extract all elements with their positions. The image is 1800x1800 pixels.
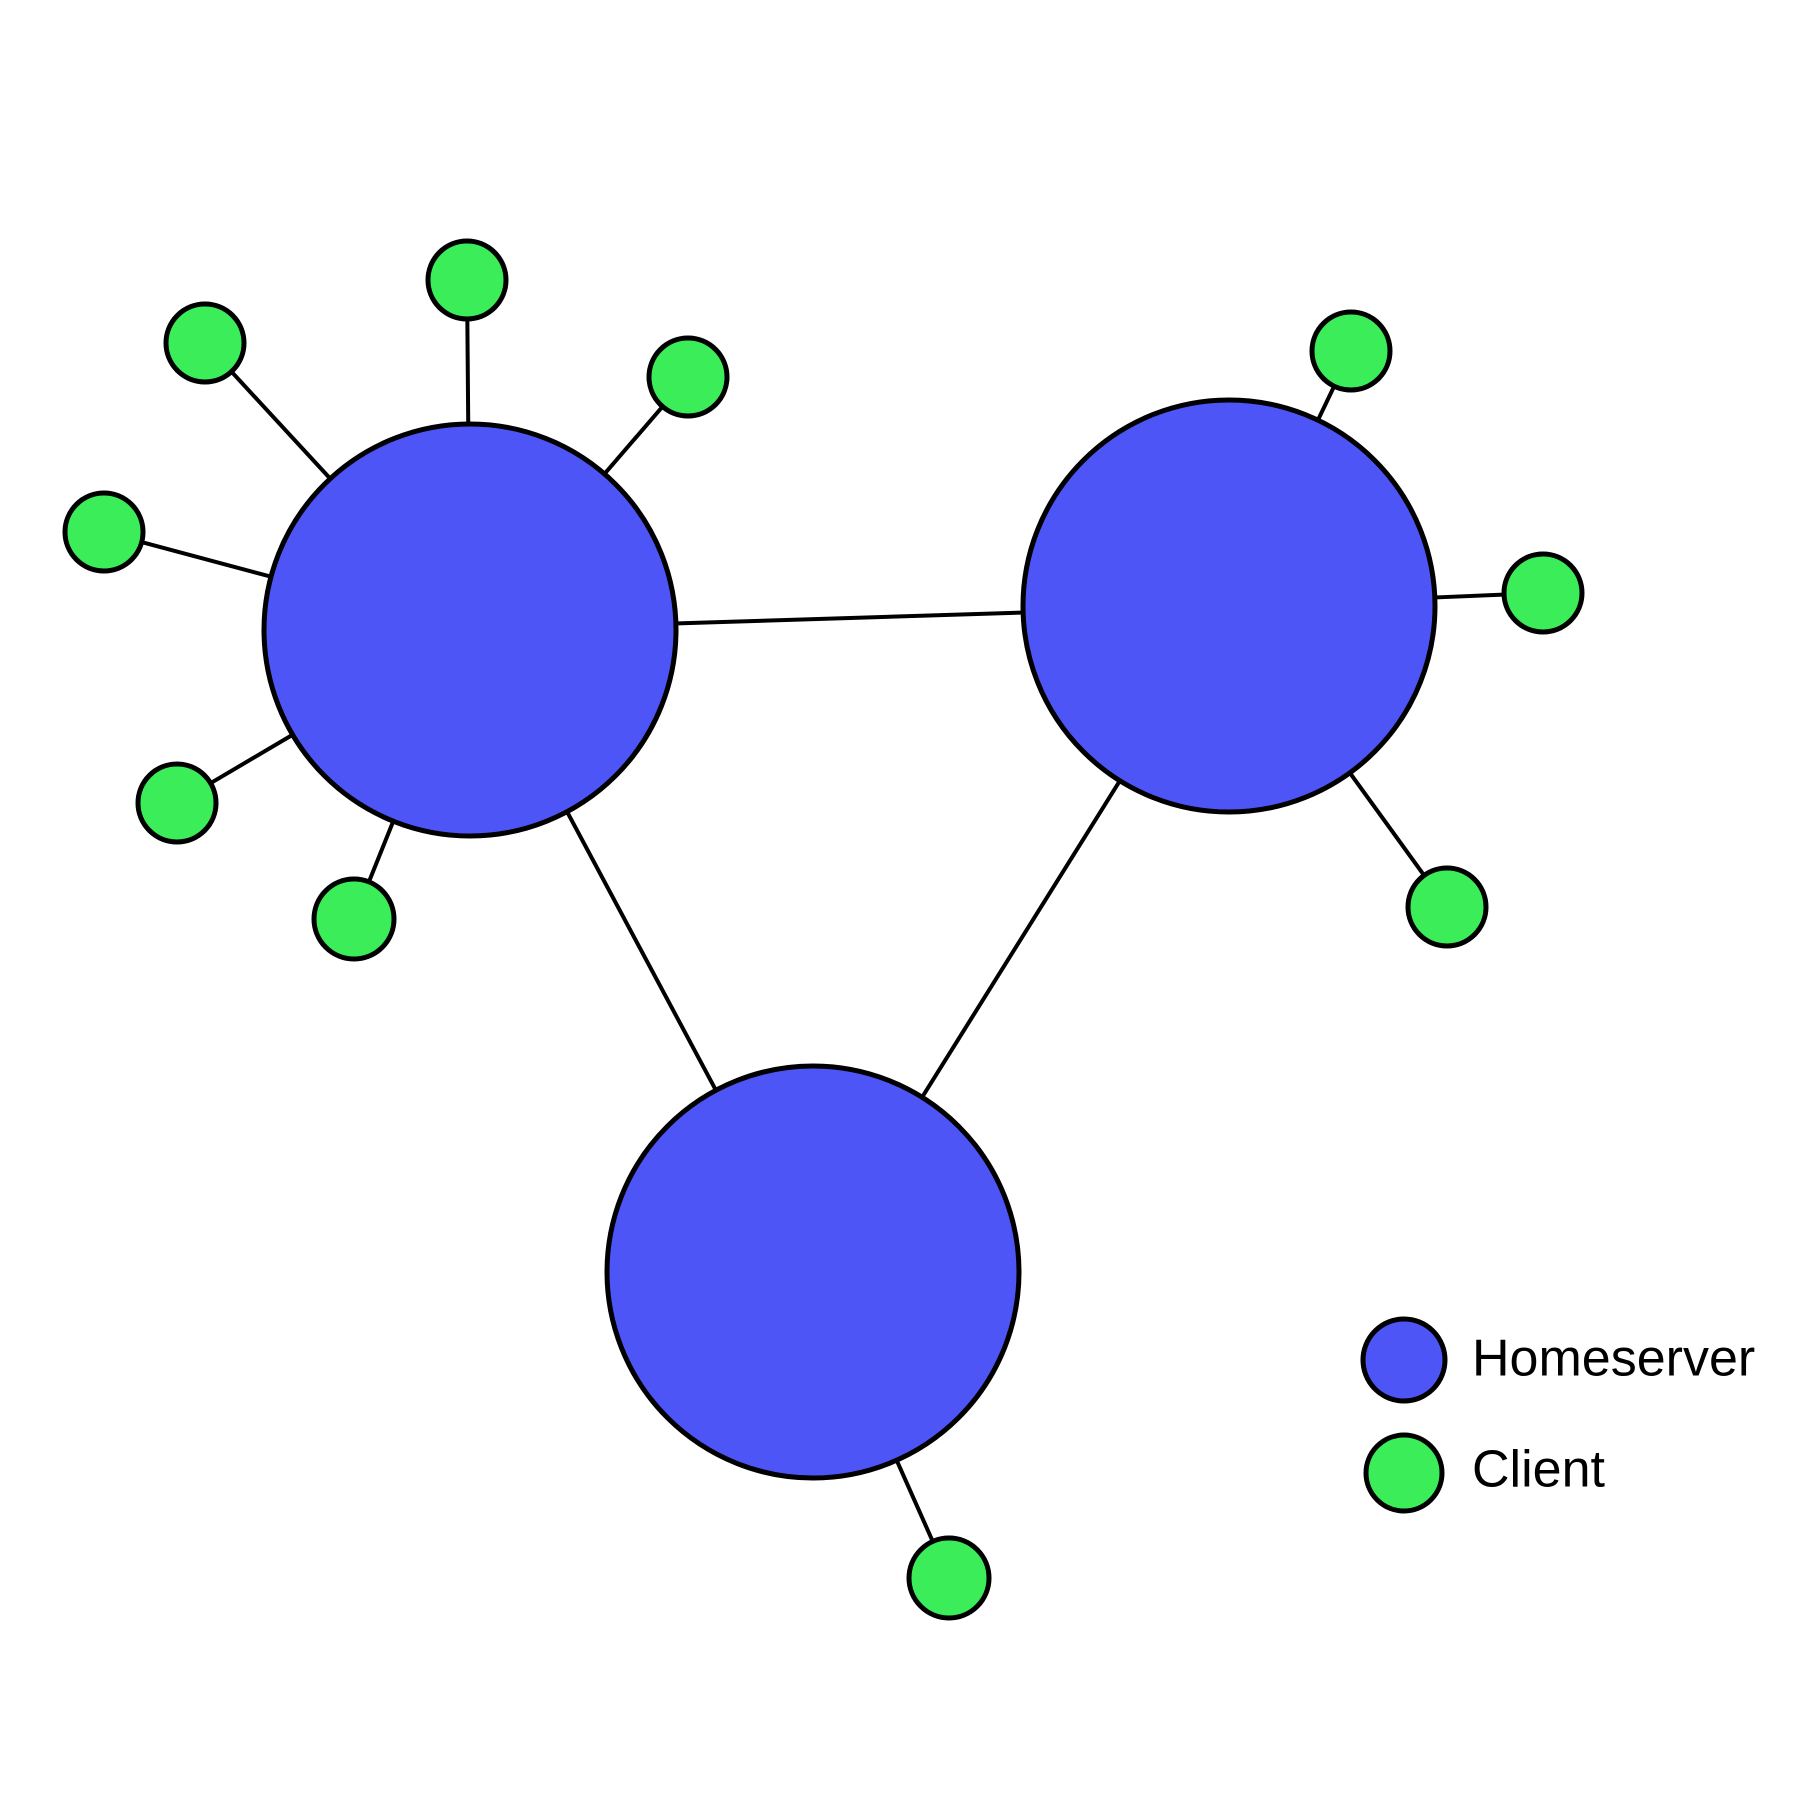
edges-layer [139, 316, 1507, 1545]
client-node[interactable] [425, 238, 509, 322]
legend-entry-client: Client [1363, 1432, 1605, 1514]
homeserver-node[interactable] [261, 421, 679, 839]
graph-edge [919, 777, 1123, 1101]
client-node[interactable] [1501, 551, 1585, 635]
legend-label: Client [1472, 1441, 1605, 1499]
client-node[interactable] [311, 876, 397, 962]
graph-edge [673, 610, 1026, 626]
graph-edge [139, 539, 274, 580]
legend-marker-client-icon [1363, 1432, 1445, 1514]
legend-marker-homeserver-icon [1360, 1316, 1448, 1404]
client-node[interactable] [163, 301, 247, 385]
graph-edge [228, 368, 334, 482]
graph-edge [1347, 770, 1427, 879]
homeserver-node[interactable] [604, 1063, 1022, 1481]
graph-edge [366, 818, 396, 885]
graph-edge [564, 808, 719, 1094]
graph-edge [601, 403, 666, 477]
graph-edge [894, 1457, 936, 1545]
graph-edge [1315, 383, 1337, 423]
legend-label: Homeserver [1472, 1330, 1755, 1388]
legend-entry-homeserver: Homeserver [1360, 1316, 1755, 1404]
graph-edge [465, 316, 471, 427]
homeserver-node[interactable] [1020, 397, 1438, 815]
graph-edge [1432, 592, 1507, 600]
graph-edge [207, 731, 296, 786]
client-node[interactable] [135, 761, 219, 845]
client-node[interactable] [1309, 309, 1393, 393]
client-node[interactable] [906, 1535, 992, 1621]
client-node[interactable] [62, 490, 146, 574]
client-node[interactable] [1405, 865, 1489, 949]
client-node[interactable] [646, 335, 730, 419]
nodes-layer [62, 238, 1585, 1621]
